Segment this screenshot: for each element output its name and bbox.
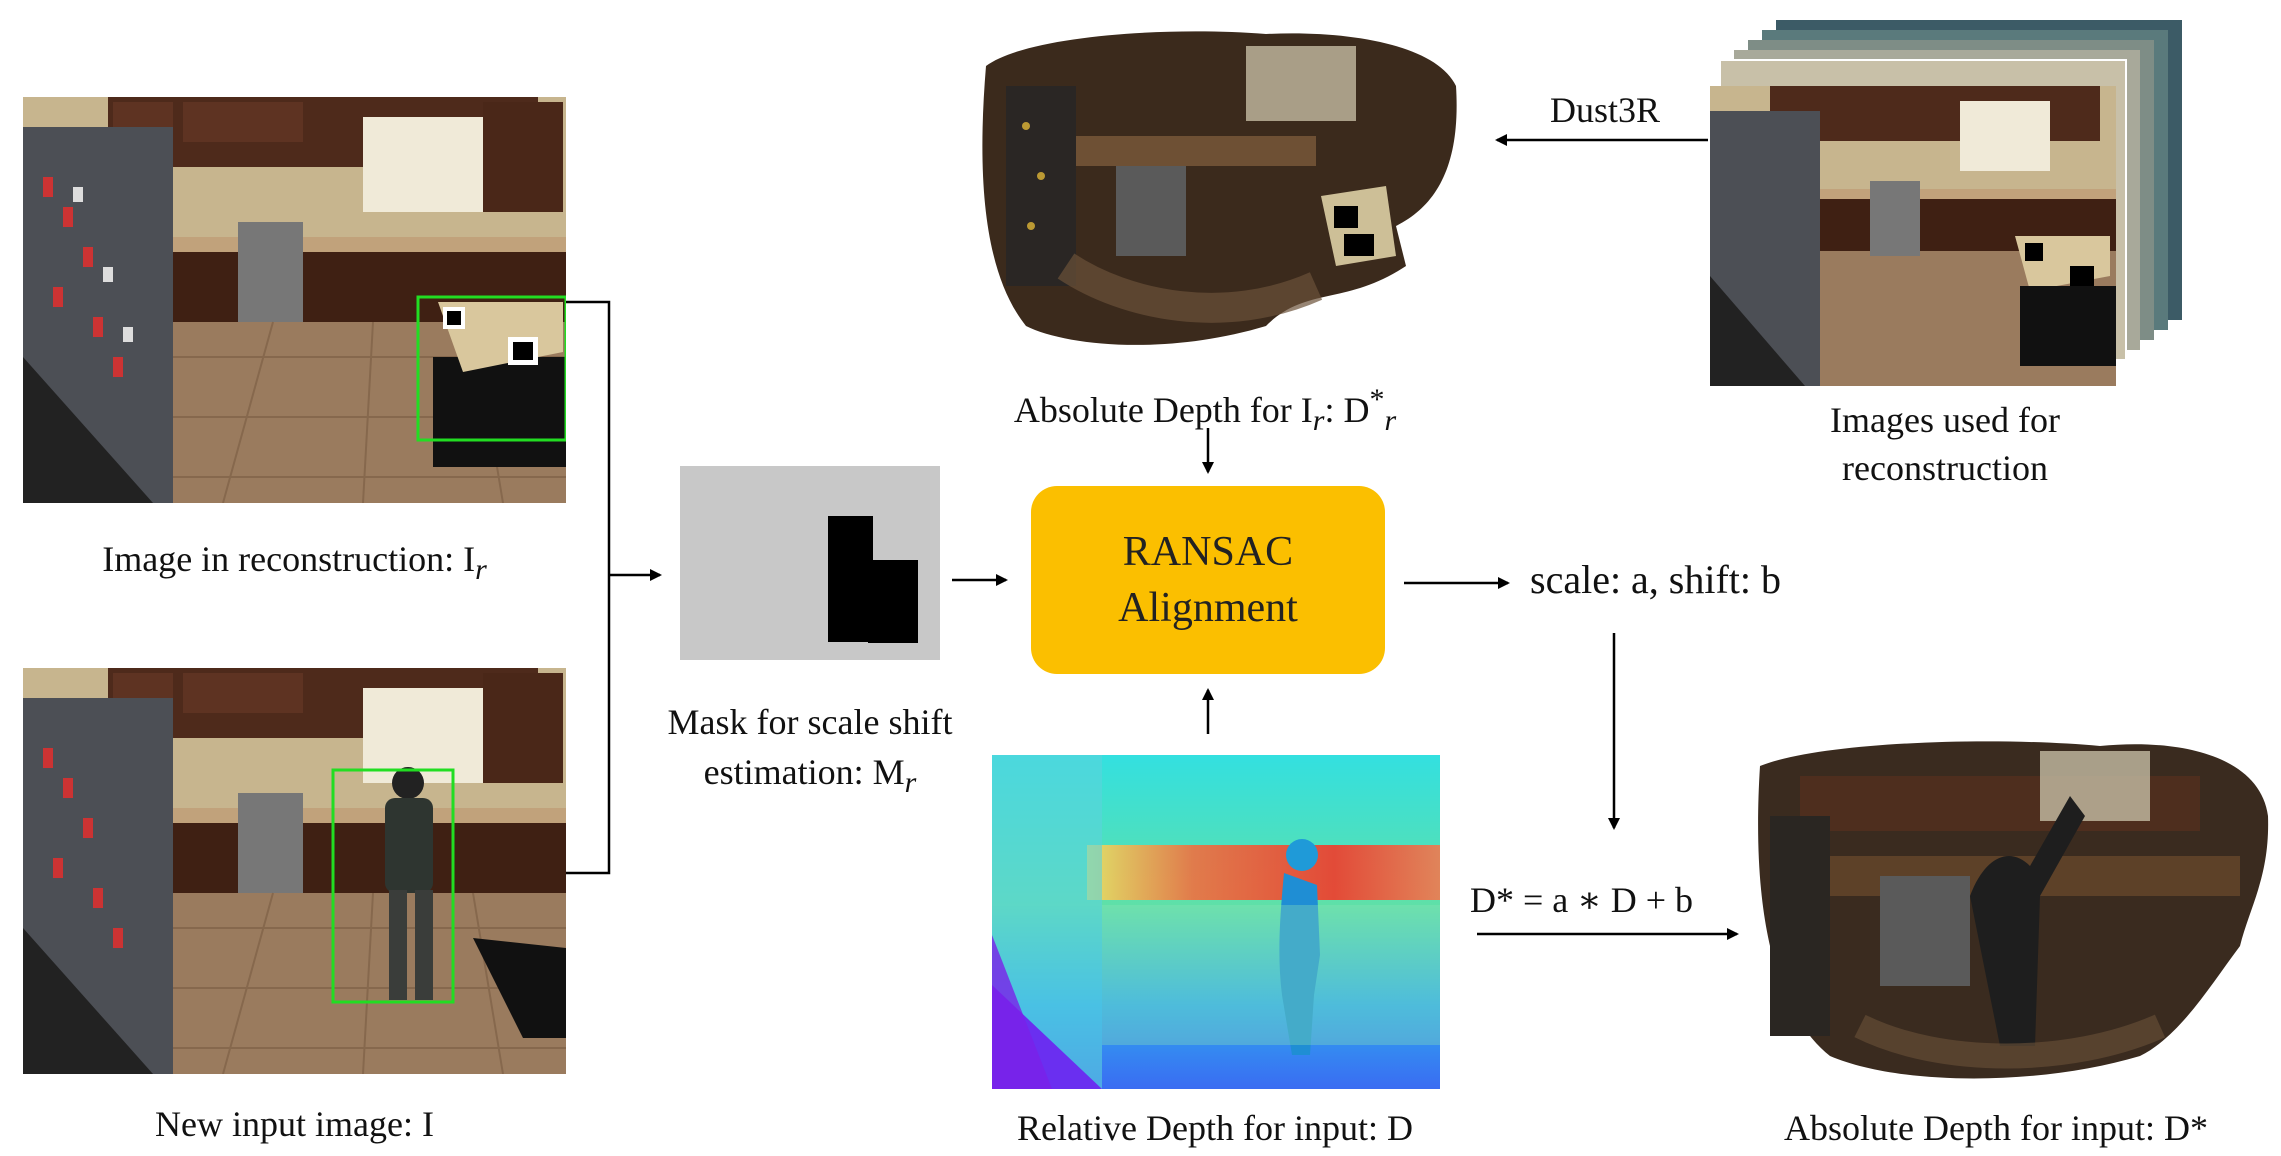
reconstruction-image-label: Image in reconstruction: Ir [23,537,566,592]
relative-depth-map [992,755,1440,1089]
input-label-text: New input image: I [155,1104,434,1144]
relative-depth-label: Relative Depth for input: D [960,1106,1470,1150]
kitchen-person-photo-icon [23,668,566,1074]
abs-depth-ir-sub2: r [1384,404,1397,438]
scale-shift-label: scale: a, shift: b [1530,558,1890,602]
mask-label-sub: r [904,766,917,800]
binary-mask-icon [828,516,918,643]
pointcloud-reference [966,26,1466,362]
mask-label: Mask for scale shift estimation: Mr [632,697,988,808]
abs-depth-ir-sub: r [1312,404,1325,438]
kitchen-photo-icon [23,97,566,503]
dust3r-label: Dust3R [1510,88,1700,132]
images-used-line1: Images used for [1830,400,2060,440]
images-used-line2: reconstruction [1842,448,2048,488]
dust3r-text: Dust3R [1549,90,1661,130]
mask-label-line2: estimation: M [703,752,905,792]
abs-depth-input-text: Absolute Depth for input: D* [1784,1108,2208,1148]
abs-depth-ir-prefix: Absolute Depth for I [1013,390,1313,430]
pointcloud-kitchen-icon [982,31,1457,345]
abs-depth-ir-label: Absolute Depth for Ir: D*r [940,378,1470,443]
reconstruction-label-sub: r [475,553,487,587]
depth-colormap-icon [992,755,1440,1089]
mask-image [680,466,940,660]
equation-label: D* = a ∗ D + b [1470,878,1760,922]
pointcloud-kitchen-person-icon [1758,741,2269,1079]
image-stack-icon [1710,20,2182,386]
images-used-label: Images used for reconstruction [1700,396,2190,492]
image-stack [1706,16,2190,392]
abs-depth-input-label: Absolute Depth for input: D* [1716,1106,2276,1150]
input-photo [23,668,566,1074]
ransac-line2: Alignment [1118,585,1298,631]
pointcloud-input [1740,736,2270,1092]
mask-label-line1: Mask for scale shift [667,702,953,742]
abs-depth-ir-star: * [1369,383,1385,416]
ransac-line1: RANSAC [1122,529,1294,575]
equation-text: D* = a ∗ D + b [1470,880,1694,920]
relative-depth-text: Relative Depth for input: D [1017,1108,1413,1148]
scale-shift-text: scale: a, shift: b [1530,557,1782,602]
abs-depth-ir-suffix: : D [1324,390,1370,430]
reconstruction-photo [23,97,566,503]
input-image-label: New input image: I [23,1102,566,1146]
ransac-alignment-box: RANSAC Alignment [1031,486,1385,674]
reconstruction-label-text: Image in reconstruction: I [102,539,476,579]
